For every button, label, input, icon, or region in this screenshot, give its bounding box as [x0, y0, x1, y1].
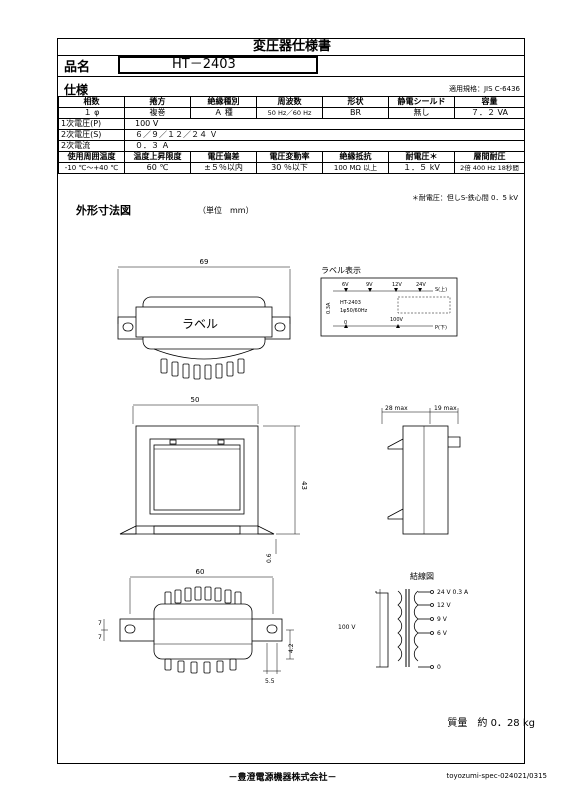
feet — [119, 525, 275, 535]
table-row: １ φ 複巻 Ａ 種 50 Hz／60 Hz BR 無し ７．２ VA — [58, 107, 525, 119]
dim-left-a: 7 — [98, 620, 102, 627]
outline-title: 外形寸法図 — [76, 204, 131, 217]
wiring-title: 結線図 — [410, 571, 434, 581]
dimension-drawing: 69 ラベル ラベル表示 — [98, 258, 469, 685]
primary-lead — [375, 591, 389, 668]
mounting-slot — [274, 322, 286, 332]
withstand-note: ＊耐電圧：但しS-鉄心間 0．5 kV — [411, 194, 518, 202]
divider — [58, 76, 524, 77]
window-inner — [153, 444, 241, 511]
table-cell: １．５ kV — [388, 162, 455, 174]
unit-label: （単位 mm） — [198, 206, 254, 215]
bottom-pins — [164, 658, 237, 674]
divider — [58, 55, 524, 56]
wiring-primary: 100 V — [338, 624, 356, 631]
dim-bottom-width: 60 — [196, 568, 205, 576]
secondary-coil — [413, 590, 419, 662]
wiring-diagram: 結線図 100 V 24 V 0.3 A 12 V 9 V 6 V 0 — [338, 571, 469, 671]
dim-slot: 5.5 — [265, 678, 275, 685]
doc-number: toyozumi-spec-024021/0315 — [446, 772, 547, 780]
bobbin-pin — [217, 439, 225, 445]
bottom-body — [153, 603, 253, 660]
label-zero: 0 — [344, 320, 347, 326]
top-view: 69 ラベル — [117, 258, 291, 380]
label-model: HT-2403 — [340, 300, 361, 306]
label-spec: 1φ50/60Hz — [340, 308, 368, 314]
table-cell: 30 ％以下 — [256, 162, 323, 174]
wiring-tap: 12 V — [437, 602, 452, 609]
bottom-view: 60 — [98, 568, 295, 685]
dim-right: 4.2 — [288, 643, 295, 653]
wiring-tap: 0 — [437, 664, 441, 671]
primary-coil — [397, 590, 403, 662]
label-display-box — [320, 277, 458, 337]
tap-label: 6V — [342, 282, 349, 288]
label-display-title: ラベル表示 — [321, 265, 361, 275]
terminal-pins — [153, 348, 255, 380]
footer-company: －豊澄電源機器株式会社－ — [228, 773, 337, 783]
product-name: HT－2403 — [172, 57, 236, 72]
spec-label: 仕様 — [64, 83, 89, 97]
side-body — [402, 425, 449, 535]
table-cell: 2倍 400 Hz 18秒間 — [454, 162, 525, 174]
s-label: S(上) — [435, 286, 447, 293]
wiring-tap: 24 V 0.3 A — [437, 589, 469, 596]
label-primary: 100V — [390, 317, 404, 323]
product-name-box: HT－2403 — [118, 56, 318, 74]
table-header-row: 相数 捲方 絶縁種別 周波数 形状 静電シールド 容量 — [58, 96, 525, 108]
dim-front-width: 50 — [191, 396, 200, 404]
side-terminal — [448, 436, 461, 448]
product-name-label: 品名 — [64, 60, 91, 75]
tap-arrows — [344, 288, 422, 292]
mounting-slot — [122, 322, 134, 332]
label-area — [135, 306, 273, 338]
table-row: -10 ℃～+40 ℃ 60 ℃ ±５％以内 30 ％以下 100 MΩ 以上 … — [58, 162, 525, 174]
dim-foot: 0.6 — [266, 553, 273, 563]
tap-label: 24V — [416, 282, 426, 288]
label-text: ラベル — [182, 317, 218, 331]
standard-text: 適用規格：JIS C-6436 — [448, 85, 520, 93]
dashed-area — [397, 296, 451, 314]
mass-text: 質量 約 0．28 kg — [447, 718, 535, 729]
wiring-tap: 9 V — [437, 616, 448, 623]
mounting-slot — [266, 624, 278, 634]
p-label: P(下) — [435, 325, 447, 331]
dim-top-width: 69 — [200, 258, 209, 266]
window-outer — [149, 438, 245, 515]
document-title: 変圧器仕様書 — [252, 39, 331, 54]
dim-left-b: 7 — [98, 634, 102, 641]
spec-table: 相数 捲方 絶縁種別 周波数 形状 静電シールド 容量 １ φ 複巻 Ａ 種 5… — [58, 96, 525, 174]
tap-label: 9V — [366, 282, 373, 288]
dim-side-right: 19 max — [434, 405, 457, 412]
label-current: 0.3A — [326, 302, 332, 314]
mounting-slot — [124, 624, 136, 634]
wiring-tap: 6 V — [437, 630, 448, 637]
bottom-pins — [164, 586, 242, 606]
primary-voltage-value: 100 V — [124, 118, 525, 130]
bottom-bracket — [153, 525, 241, 535]
front-view: 50 43 0.6 — [119, 396, 308, 563]
dim-side-left: 28 max — [385, 405, 408, 412]
tap-label: 12V — [392, 282, 402, 288]
side-terminal — [387, 508, 404, 520]
label-display: ラベル表示 6V 9V 12V 24V S(上) 0.3A HT-2403 1φ… — [320, 265, 458, 337]
dim-height: 43 — [300, 481, 308, 490]
side-view: 28 max 19 max — [381, 405, 461, 535]
table-cell: 100 MΩ 以上 — [322, 162, 389, 174]
spec-sheet-frame: 変圧器仕様書 品名 HT－2403 仕様 適用規格：JIS C-6436 相数 … — [57, 38, 525, 764]
bobbin-pin — [169, 439, 177, 445]
side-terminal — [387, 438, 404, 450]
